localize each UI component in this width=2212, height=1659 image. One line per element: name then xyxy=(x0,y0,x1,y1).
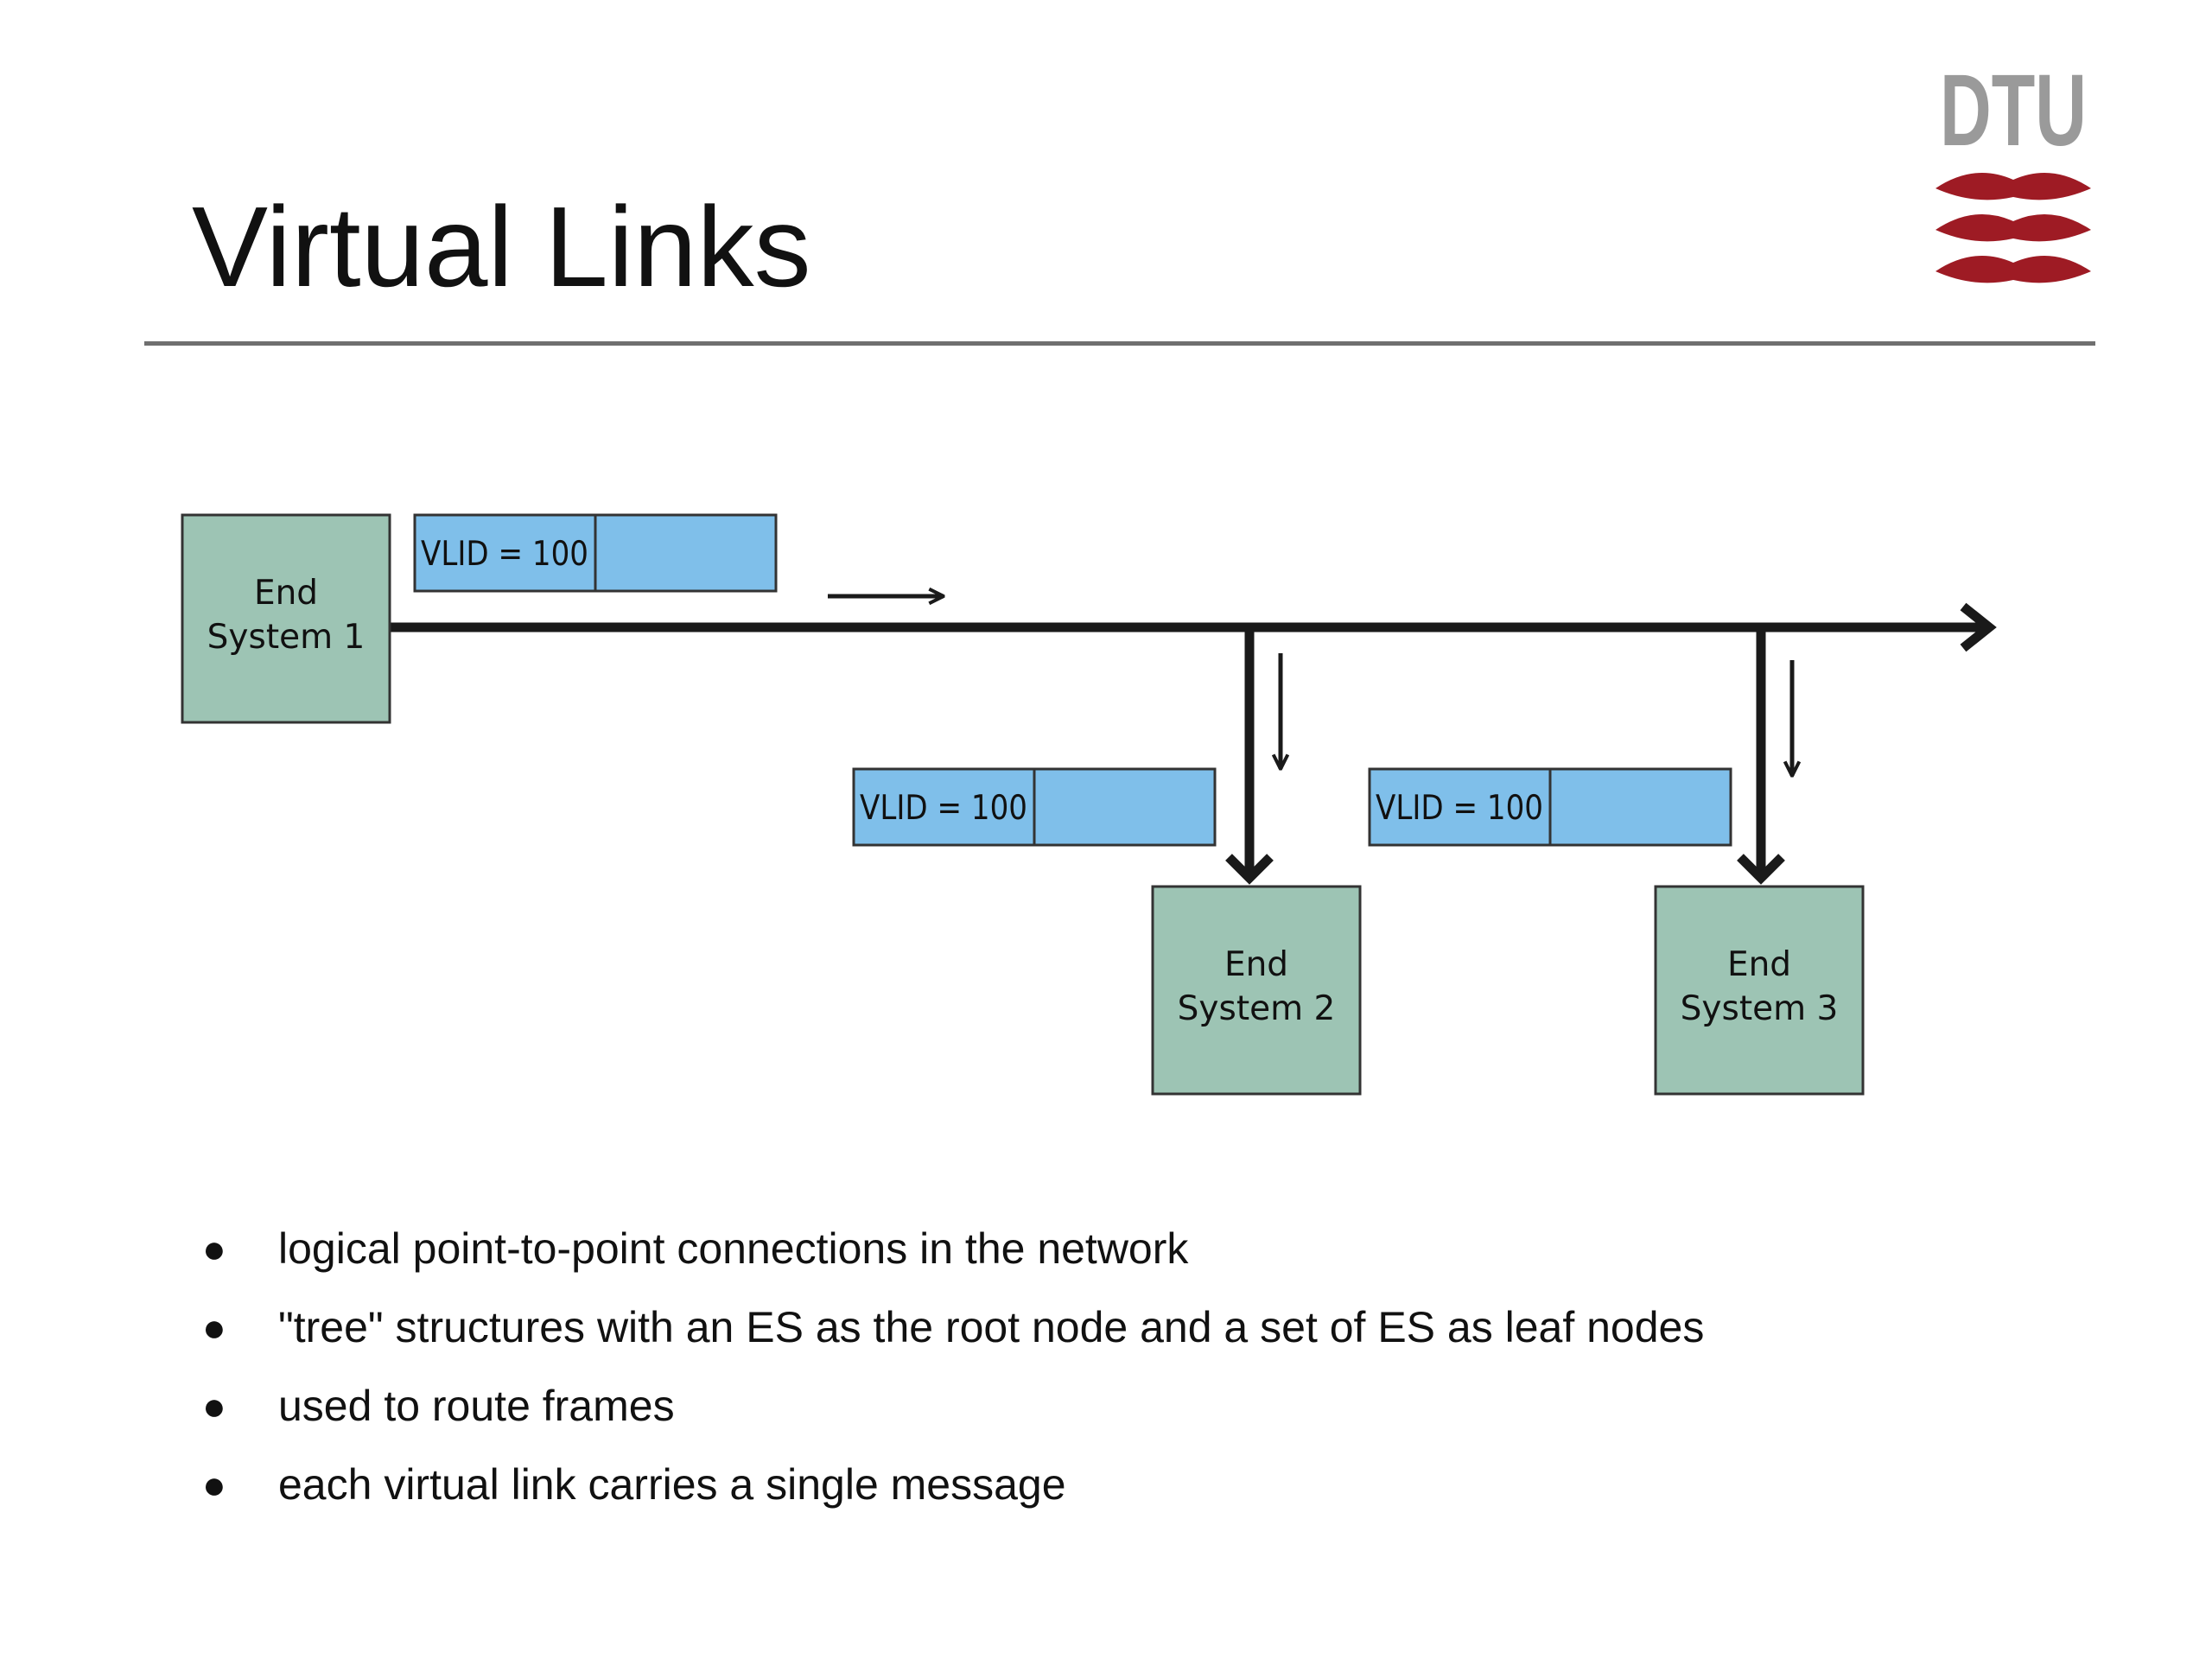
logo-waves-icon xyxy=(1936,173,2091,283)
branch-arrowhead-es3 xyxy=(1737,854,1785,885)
bullet-marker: ● xyxy=(202,1305,226,1350)
dtu-logo: DTU xyxy=(1936,60,2091,283)
bullet-text: "tree" structures with an ES as the root… xyxy=(278,1303,1705,1351)
bullet-text: logical point-to-point connections in th… xyxy=(278,1224,1189,1273)
logo-text: DTU xyxy=(1940,60,2087,168)
bullet-text: each virtual link carries a single messa… xyxy=(278,1460,1066,1509)
end-system-2-label-line1: End xyxy=(1224,945,1288,984)
end-system-1-label-line1: End xyxy=(254,574,318,613)
bullet-item: ● "tree" structures with an ES as the ro… xyxy=(199,1288,1704,1367)
virtual-link-diagram: End System 1 End System 2 End System 3 V… xyxy=(181,513,1997,1096)
end-system-2-label-line2: System 2 xyxy=(1178,989,1336,1028)
bullet-item: ● each virtual link carries a single mes… xyxy=(199,1446,1704,1524)
bullet-marker: ● xyxy=(202,1462,226,1507)
bullet-marker: ● xyxy=(202,1383,226,1428)
end-system-3-label-line1: End xyxy=(1727,945,1791,984)
frame-3-vlid-label: VLID = 100 xyxy=(1376,789,1543,828)
link-arrowhead xyxy=(1960,602,1997,652)
frame-2: VLID = 100 xyxy=(852,767,1217,847)
branch-arrowhead-es2 xyxy=(1225,854,1274,885)
end-system-3-label-line2: System 3 xyxy=(1681,989,1839,1028)
end-system-1-label-line2: System 1 xyxy=(207,618,365,657)
end-system-2: End System 2 xyxy=(1151,885,1362,1096)
slide-title: Virtual Links xyxy=(192,183,811,310)
bullet-text: used to route frames xyxy=(278,1382,675,1430)
end-system-3: End System 3 xyxy=(1654,885,1865,1096)
frame-1: VLID = 100 xyxy=(413,513,778,593)
frame-3: VLID = 100 xyxy=(1368,767,1732,847)
bullet-list: ● logical point-to-point connections in … xyxy=(199,1210,1704,1524)
frame-2-vlid-label: VLID = 100 xyxy=(860,789,1027,828)
title-divider xyxy=(144,341,2095,346)
bullet-marker: ● xyxy=(202,1226,226,1271)
end-system-1: End System 1 xyxy=(181,513,391,724)
bullet-item: ● used to route frames xyxy=(199,1367,1704,1446)
frame-1-vlid-label: VLID = 100 xyxy=(421,535,588,574)
bullet-item: ● logical point-to-point connections in … xyxy=(199,1210,1704,1288)
